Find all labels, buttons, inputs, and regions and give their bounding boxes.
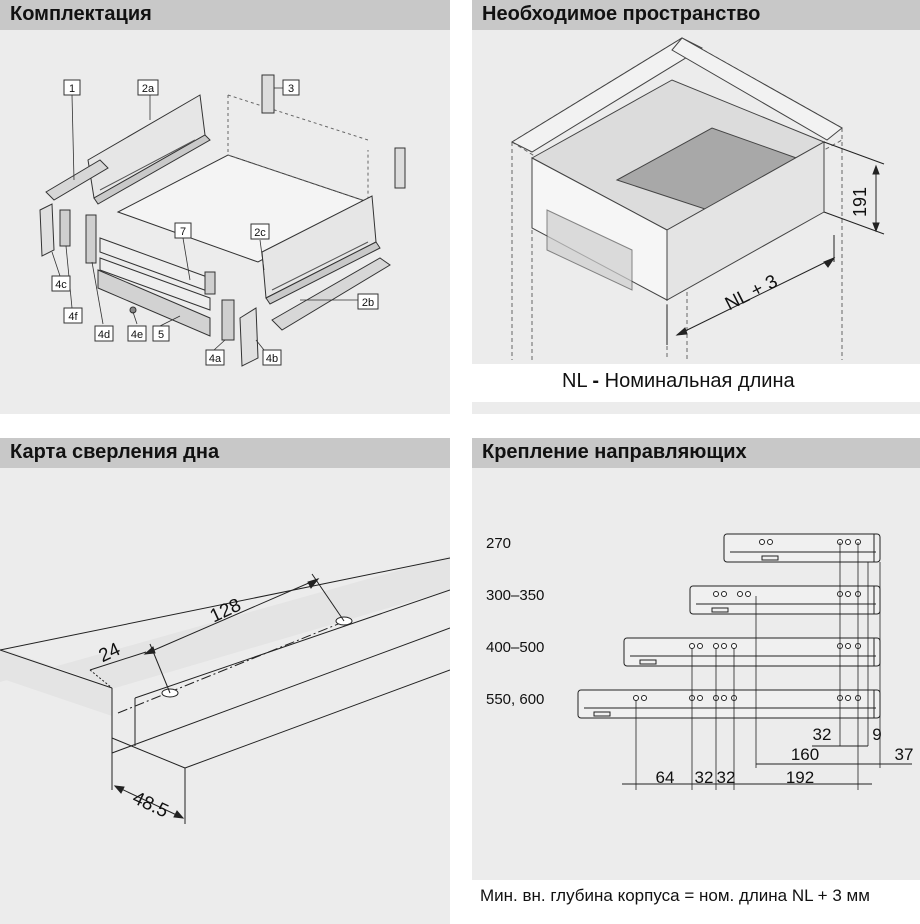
- runners-panel: Крепление направляющих 270 300–350 400–5…: [472, 438, 920, 924]
- callout-3: 3: [288, 83, 294, 95]
- dim-32-right: 32: [717, 768, 736, 787]
- space-title: Необходимое пространство: [472, 0, 920, 30]
- callout-4d: 4d: [98, 329, 110, 341]
- runners-drawing: 270 300–350 400–500 550, 600: [486, 533, 914, 790]
- components-panel: Комплектация: [0, 0, 450, 414]
- dim-37: 37: [895, 745, 914, 764]
- length-dim: NL + 3: [722, 271, 781, 315]
- drilling-body: 128 24 48.5: [0, 468, 450, 924]
- callout-4b: 4b: [266, 353, 278, 365]
- callout-7: 7: [180, 226, 186, 238]
- callout-4a: 4a: [209, 353, 222, 365]
- row-label-300-350: 300–350: [486, 587, 544, 604]
- callout-4c: 4c: [55, 279, 67, 291]
- drilling-panel: Карта сверления дна: [0, 438, 450, 924]
- drilling-title: Карта сверления дна: [0, 438, 450, 468]
- dim-32-left: 32: [695, 768, 714, 787]
- callout-5: 5: [158, 329, 164, 341]
- dim-48-5: 48.5: [129, 788, 171, 823]
- callout-4e: 4e: [131, 329, 143, 341]
- runners-title: Крепление направляющих: [472, 438, 920, 468]
- caption-abbr: NL: [562, 370, 587, 392]
- space-body: 191 NL + 3 NL - Номинальная длина: [472, 30, 920, 414]
- components-body: 1 2a 3 2c 7 4c 4f 4d 4e 5 4a 4b 2b: [0, 30, 450, 414]
- row-label-550-600: 550, 600: [486, 691, 544, 708]
- dim-9: 9: [872, 725, 881, 744]
- runners-footer-strip: [472, 880, 920, 924]
- row-label-400-500: 400–500: [486, 639, 544, 656]
- callout-2a: 2a: [142, 83, 155, 95]
- dim-32-top: 32: [813, 725, 832, 744]
- caption-dash: -: [592, 370, 600, 392]
- dim-192: 192: [786, 768, 814, 787]
- caption-text: Номинальная длина: [604, 370, 795, 392]
- height-dim: 191: [850, 187, 870, 217]
- runners-body: 270 300–350 400–500 550, 600: [472, 468, 920, 924]
- callout-1: 1: [69, 83, 75, 95]
- space-caption-strip: [472, 364, 920, 402]
- runners-footer: Мин. вн. глубина корпуса = ном. длина NL…: [480, 886, 870, 905]
- row-label-270: 270: [486, 535, 511, 552]
- dim-64: 64: [656, 768, 675, 787]
- callout-2c: 2c: [254, 227, 266, 239]
- drilling-diagram: 128 24 48.5: [0, 556, 450, 824]
- space-cabinet-view: 191 NL + 3: [510, 37, 885, 360]
- callout-2b: 2b: [362, 297, 374, 309]
- dim-160: 160: [791, 745, 819, 764]
- space-panel: Необходимое пространство: [472, 0, 920, 414]
- callout-4f: 4f: [68, 311, 78, 323]
- components-title: Комплектация: [0, 0, 450, 30]
- components-exploded-view: 1 2a 3 2c 7 4c 4f 4d 4e 5 4a 4b 2b: [39, 74, 406, 367]
- space-caption: NL - Номинальная длина: [562, 370, 795, 393]
